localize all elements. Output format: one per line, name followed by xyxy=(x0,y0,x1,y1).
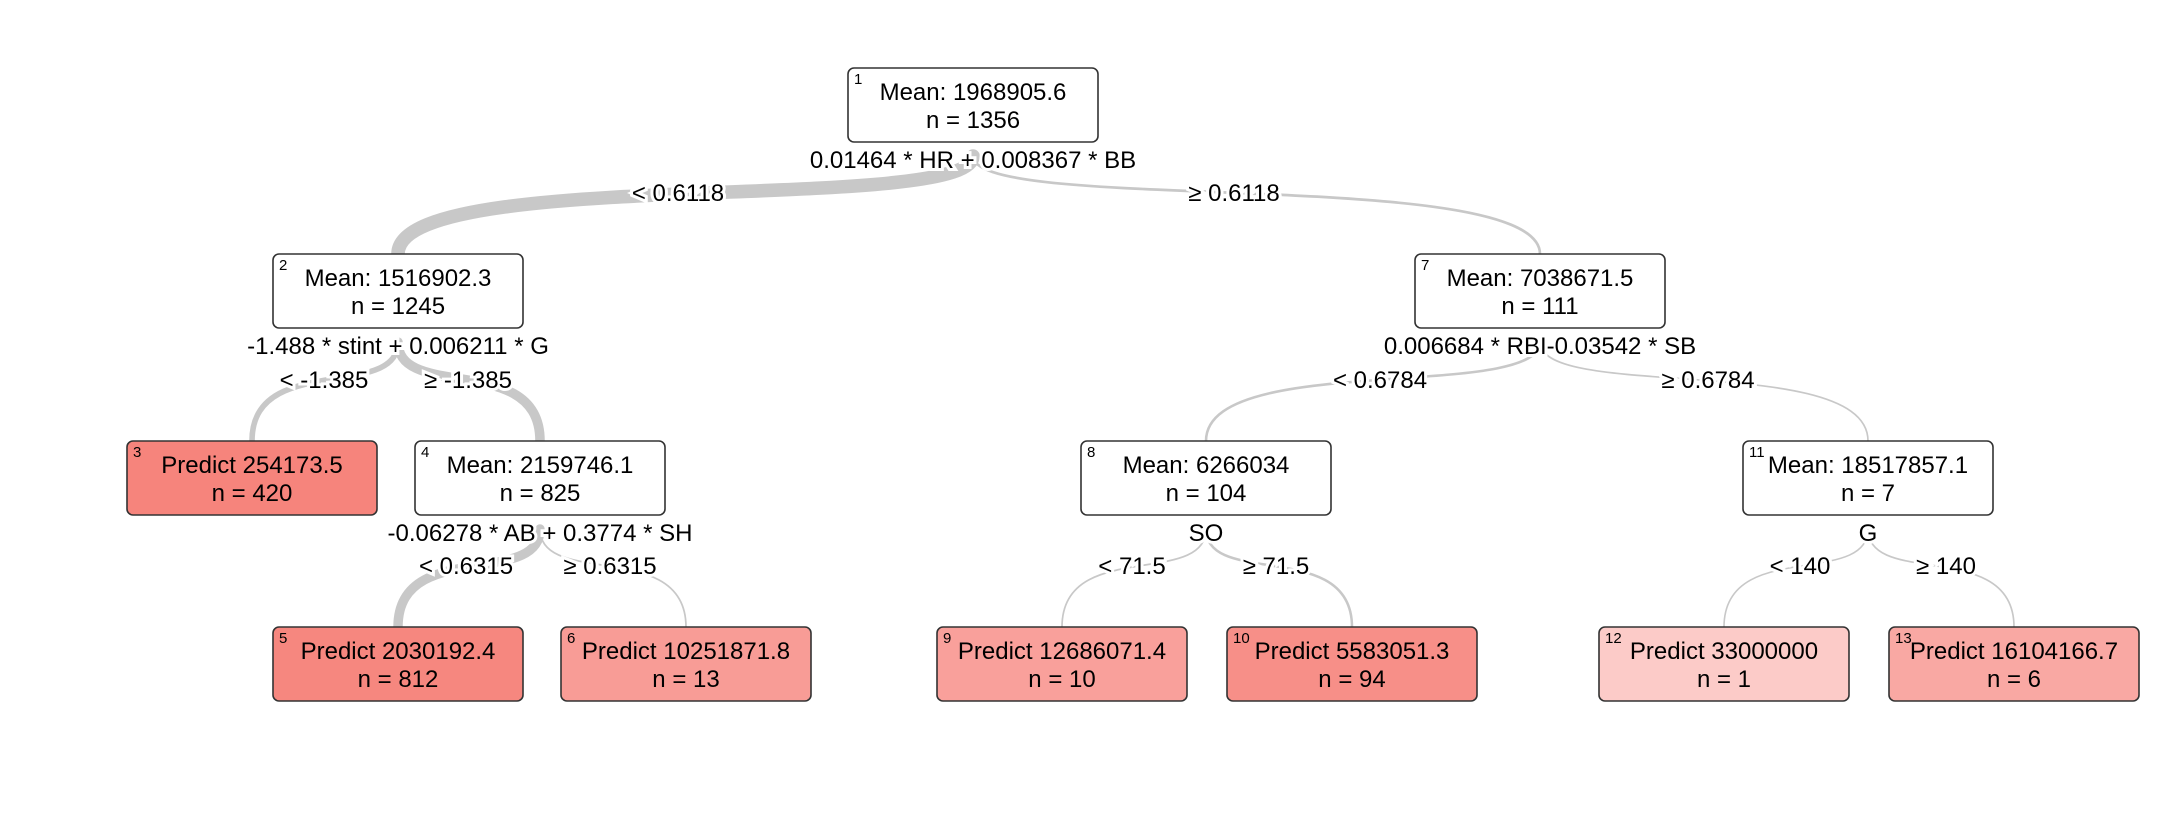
edge-1-7 xyxy=(971,154,1542,256)
edge-label-11-12: < 140 xyxy=(1770,553,1831,580)
edge-label-7-8: < 0.6784 xyxy=(1333,367,1427,394)
node-id-2: 2 xyxy=(279,257,287,274)
node-count-5: n = 812 xyxy=(358,666,439,693)
edge-label-1-7: ≥ 0.6118 xyxy=(1188,180,1279,207)
node-prediction-3: Predict 254173.5 xyxy=(161,452,342,479)
node-mean-4: Mean: 2159746.1 xyxy=(447,452,634,479)
node-count-3: n = 420 xyxy=(212,480,293,507)
node-box-12 xyxy=(1598,626,1850,702)
edge-2-3 xyxy=(249,339,401,444)
node-id-6: 6 xyxy=(567,630,575,647)
node-prediction-12: Predict 33000000 xyxy=(1630,638,1818,665)
node-box-8 xyxy=(1080,440,1332,516)
split-node-7: 7 Mean: 7038671.5n = 111 0.006684 * RBI-0.… xyxy=(1381,253,1699,363)
split-node-1: 1 Mean: 1968905.6n = 1356 0.01464 * HR + 0… xyxy=(807,67,1139,177)
node-count-8: n = 104 xyxy=(1166,480,1247,507)
node-box-10 xyxy=(1226,626,1478,702)
node-mean-8: Mean: 6266034 xyxy=(1123,452,1290,479)
node-box-6 xyxy=(560,626,812,702)
node-id-12: 12 xyxy=(1605,630,1622,647)
edge-7-8 xyxy=(1204,340,1542,443)
node-box-3 xyxy=(126,440,378,516)
split-node-2: 2 Mean: 1516902.3n = 1245 -1.488 * stint +… xyxy=(244,253,552,363)
node-box-7 xyxy=(1414,253,1666,329)
edge-11-12 xyxy=(1723,528,1869,628)
node-mean-7: Mean: 7038671.5 xyxy=(1447,265,1634,292)
node-prediction-13: Predict 16104166.7 xyxy=(1910,638,2118,665)
node-prediction-10: Predict 5583051.3 xyxy=(1255,638,1450,665)
node-mean-11: Mean: 18517857.1 xyxy=(1768,452,1968,479)
node-box-4 xyxy=(414,440,666,516)
split-rule-2: -1.488 * stint + 0.006211 * G xyxy=(247,333,549,360)
split-node-4: 4 Mean: 2159746.1n = 825 -0.06278 * AB + 0… xyxy=(385,440,695,550)
edge-label-2-3: < -1.385 xyxy=(280,367,369,394)
leaf-node-9: 9 Predict 12686071.4n = 10 xyxy=(936,626,1188,702)
node-box-11 xyxy=(1742,440,1994,516)
node-id-5: 5 xyxy=(279,630,287,647)
node-id-11: 11 xyxy=(1749,444,1765,461)
node-prediction-9: Predict 12686071.4 xyxy=(958,638,1166,665)
node-id-3: 3 xyxy=(133,444,141,461)
node-box-2 xyxy=(272,253,524,329)
leaf-node-3: 3 Predict 254173.5n = 420 xyxy=(126,440,378,516)
node-count-4: n = 825 xyxy=(500,480,581,507)
node-box-13 xyxy=(1888,626,2140,702)
node-prediction-5: Predict 2030192.4 xyxy=(301,638,496,665)
node-mean-2: Mean: 1516902.3 xyxy=(305,265,492,292)
edge-label-7-11: ≥ 0.6784 xyxy=(1661,367,1754,394)
split-rule-7: 0.006684 * RBI-0.03542 * SB xyxy=(1384,333,1696,360)
node-count-11: n = 7 xyxy=(1841,480,1895,507)
leaf-node-10: 10 Predict 5583051.3n = 94 xyxy=(1226,626,1478,702)
node-count-1: n = 1356 xyxy=(926,107,1020,134)
node-id-1: 1 xyxy=(854,71,862,88)
edge-label-2-4: ≥ -1.385 xyxy=(424,367,512,394)
split-rule-4: -0.06278 * AB + 0.3774 * SH xyxy=(388,520,693,547)
edge-label-4-6: ≥ 0.6315 xyxy=(563,553,656,580)
node-id-9: 9 xyxy=(943,630,951,647)
node-count-2: n = 1245 xyxy=(351,293,445,320)
edge-8-9 xyxy=(1061,528,1207,628)
split-rule-8: SO xyxy=(1189,520,1224,547)
edge-11-13 xyxy=(1867,528,2015,628)
node-count-7: n = 111 xyxy=(1501,293,1578,320)
node-id-7: 7 xyxy=(1421,257,1429,274)
edge-1-2 xyxy=(391,149,980,261)
node-box-1 xyxy=(847,67,1099,143)
node-prediction-6: Predict 10251871.8 xyxy=(582,638,790,665)
node-id-8: 8 xyxy=(1087,444,1095,461)
leaf-node-5: 5 Predict 2030192.4n = 812 xyxy=(272,626,524,702)
edge-7-11 xyxy=(1539,341,1869,442)
node-id-13: 13 xyxy=(1895,630,1912,647)
edge-2-4 xyxy=(393,337,545,446)
edge-label-1-2: < 0.6118 xyxy=(632,180,724,207)
node-count-12: n = 1 xyxy=(1697,666,1751,693)
node-count-9: n = 10 xyxy=(1028,666,1095,693)
edge-4-5 xyxy=(393,524,545,632)
split-rule-1: 0.01464 * HR + 0.008367 * BB xyxy=(810,147,1136,174)
node-count-6: n = 13 xyxy=(652,666,719,693)
edge-label-4-5: < 0.6315 xyxy=(419,553,513,580)
edge-label-11-13: ≥ 140 xyxy=(1916,553,1976,580)
edge-8-10 xyxy=(1204,527,1354,629)
edge-label-8-9: < 71.5 xyxy=(1098,553,1165,580)
edge-label-8-10: ≥ 71.5 xyxy=(1243,553,1310,580)
node-id-10: 10 xyxy=(1233,630,1250,647)
edge-4-6 xyxy=(539,528,687,628)
leaf-node-6: 6 Predict 10251871.8n = 13 xyxy=(560,626,812,702)
split-rule-11: G xyxy=(1859,520,1878,547)
edges-layer: < 0.6118 ≥ 0.6118 < -1.385 ≥ -1.385 < 0.6315… xyxy=(249,149,2015,632)
node-box-9 xyxy=(936,626,1188,702)
node-id-4: 4 xyxy=(421,444,429,461)
node-count-10: n = 94 xyxy=(1318,666,1385,693)
node-mean-1: Mean: 1968905.6 xyxy=(880,79,1067,106)
node-box-5 xyxy=(272,626,524,702)
node-count-13: n = 6 xyxy=(1987,666,2041,693)
